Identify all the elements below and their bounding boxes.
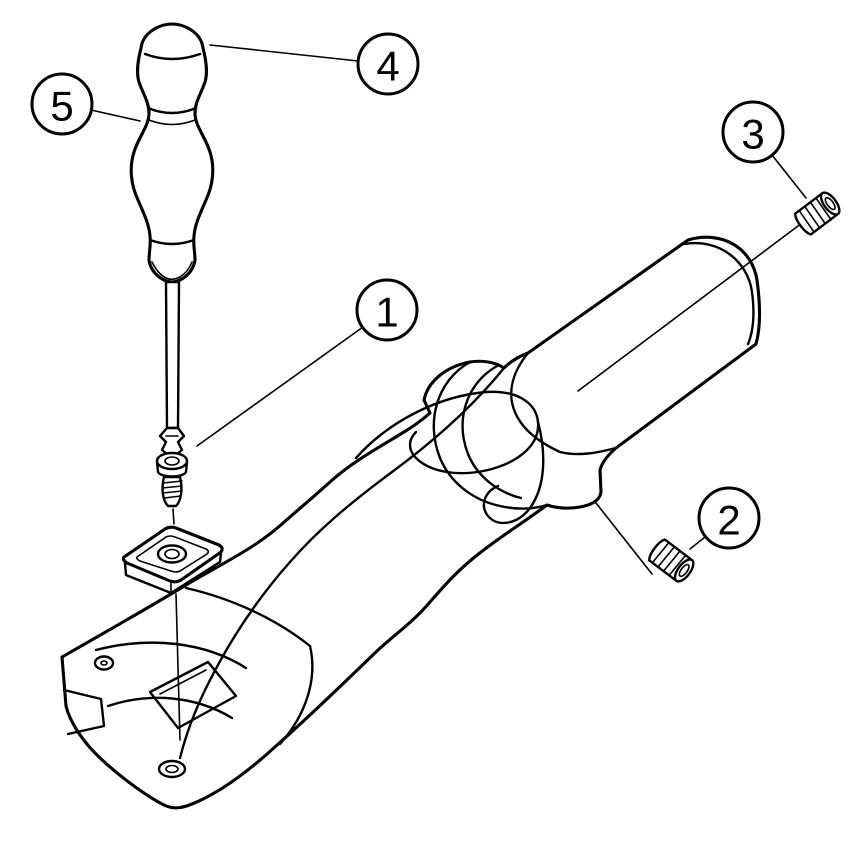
handle-waist-line-1 [146,106,198,115]
shank-collar-junction-arc [510,351,618,456]
insert-screw [155,451,189,508]
set-screw-2-axis-line [595,502,653,575]
flute-curl [354,390,540,475]
assembly-axis-lower [175,593,181,741]
insert-screw-torx-socket [164,456,180,466]
set-screw-3 [794,191,841,236]
pocket-screw-hole-inner [165,764,179,774]
set-screw-3-axis-line [577,222,803,392]
callout-2-circle [697,486,761,550]
callout-5: 5 [30,72,94,136]
shank-end-cap-arc [682,241,755,346]
callout-4: 4 [356,32,420,96]
callout-3-leader [771,154,807,199]
flute-helix-edge [178,366,506,760]
screwdriver [129,22,215,460]
callout-1-number: 1 [375,289,398,336]
insert-hole-inner [164,548,180,560]
set-screw-2-thread [668,554,687,577]
tip-cutting-edge-arc-1 [94,641,248,670]
insert-screw-head-top [155,451,189,471]
handle-grip-scallop-2 [165,276,181,281]
callout-2-leader [689,536,706,550]
insert-screw-thread [163,495,182,499]
insert-pocket [148,660,238,730]
front-face-notch [62,688,106,736]
handle-waist-line-2 [148,119,196,126]
callout-4-number: 4 [376,43,399,90]
callout-3: 3 [721,100,785,164]
screwdriver-shaft [164,280,181,430]
set-screw-2-thread [652,542,670,563]
callout-4-circle [356,32,420,96]
callout-1-circle [355,278,419,342]
set-screw-3-thread [809,201,827,225]
callout-5-circle [30,72,94,136]
callout-5-number: 5 [50,83,73,130]
drill-body [60,235,762,810]
handle-grip-line [148,238,196,246]
cutting-insert [121,525,224,595]
handle-grip-scallop-3 [179,261,193,278]
callout-4-leader [209,44,359,62]
handle-dome-line [143,52,202,61]
tip-flute-face-arc-1 [184,586,312,648]
coolant-hole-inner [100,660,108,666]
set-screw-2-thread [662,550,681,572]
pocket-screw-hole [157,759,187,779]
set-screw-2-thread [657,546,676,568]
callout-1-leader [196,326,364,447]
insert-screw-thread [161,485,183,489]
handle-grip-scallop-1 [151,261,167,279]
insert-top-face [121,525,224,584]
insert-chamfer-line [136,535,210,573]
tip-cutting-edge-arc-2 [106,696,234,720]
set-screw-2-socket [678,563,690,578]
assembly-axis-upper [172,508,175,525]
set-screw-3-thread [798,210,815,233]
callout-5-leader [90,109,141,122]
set-screw-3-thread [815,197,832,221]
coolant-hole [93,655,115,671]
set-screw-2 [648,538,695,583]
flute-hook [482,420,545,525]
screwdriver-handle [129,22,215,284]
tip-flute-face-arc-2 [278,644,314,746]
insert-screw-thread [162,490,183,494]
collar-rim-arc-1 [432,360,549,510]
insert-hole-outer [156,544,188,564]
callout-2: 2 [697,486,761,550]
callout-2-number: 2 [717,497,740,544]
set-screw-3-thread [803,205,821,229]
callout-3-circle [721,100,785,164]
callout-3-number: 3 [741,111,764,158]
set-screw-3-socket [824,196,836,211]
drill-silhouette [60,235,762,810]
insert-pocket-inner-line [159,669,207,695]
insert-screw-thread [162,480,183,484]
collar-rim-arc-2 [461,364,523,500]
callout-1: 1 [355,278,419,342]
